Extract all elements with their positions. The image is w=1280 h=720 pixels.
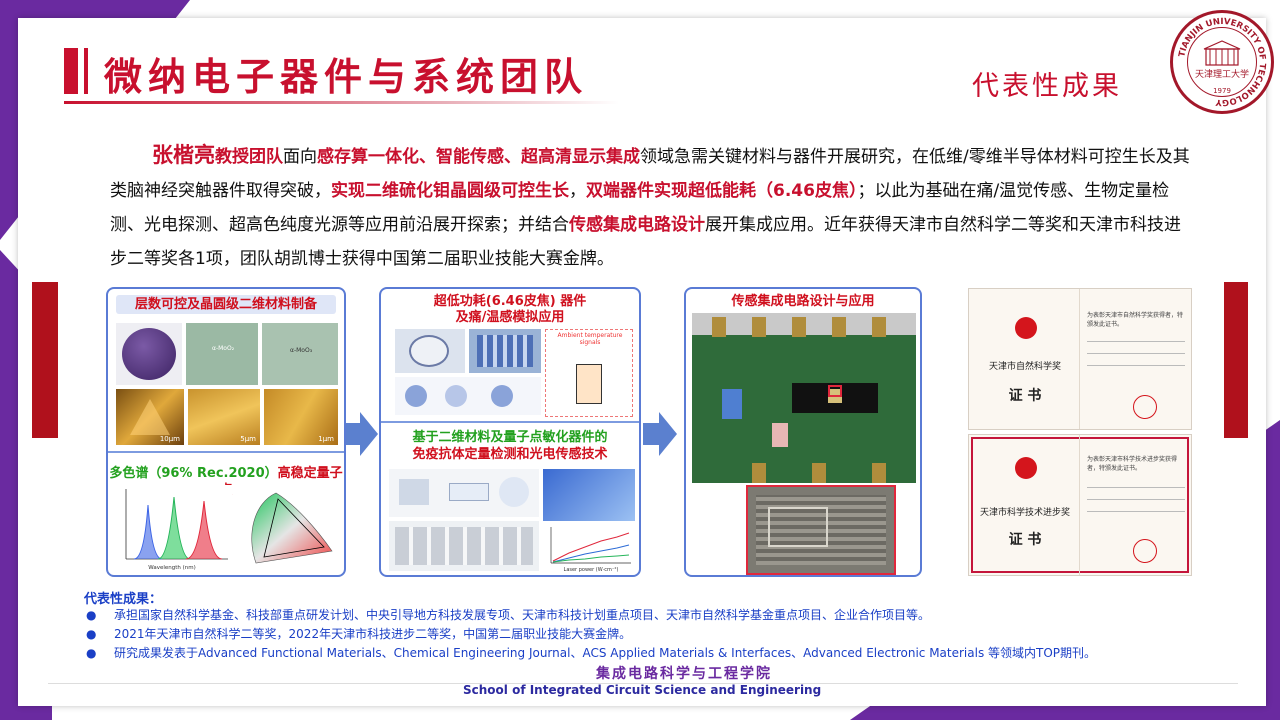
side-accent-right	[1224, 282, 1248, 438]
flow-arrow-1-icon	[360, 412, 378, 456]
title-accent-bar	[64, 48, 78, 94]
chip-layout-zoom	[746, 485, 896, 575]
flow-arrow-1-body	[346, 423, 362, 445]
achievements-list: ●承担国家自然科学基金、科技部重点研发计划、中央引导地方科技发展专项、天津市科技…	[84, 606, 1096, 663]
pl-spectrum-chart: Wavelength (nm)	[114, 485, 232, 571]
pcb-board-photo	[692, 313, 916, 483]
achievements-heading: 代表性成果：	[84, 592, 163, 607]
device-photo	[395, 329, 465, 373]
flow-arrow-2-icon	[659, 412, 677, 456]
afm-image-3: 1μm	[264, 389, 338, 445]
intro-text-5: 展开集成应用。近年获得天津市自然科学二等奖和天津市科技进步二等奖各1项，团队胡凯…	[110, 215, 1181, 269]
bullet-icon: ●	[86, 646, 97, 660]
footer-school-en: School of Integrated Circuit Science and…	[463, 683, 822, 697]
panel1-heading: 层数可控及晶圆级二维材料制备	[116, 295, 336, 314]
list-item: ●2021年天津市自然科学二等奖，2022年天津市科技进步二等奖，中国第二届职业…	[84, 625, 1096, 644]
panel2-heading-2: 及痛/温感模拟应用	[455, 310, 565, 325]
intro-text-4: ；以此为基础在痛/温觉传感、生物定量检测、光电探测、超高色纯度光源等应用前沿展开…	[110, 181, 1170, 235]
panel2-subheading-green: 基于二维材料及量子点敏化器件的	[412, 430, 608, 445]
certificate-natural-science: 天津市自然科学奖 证 书 为表彰天津市自然科学奖获得者，特颁发此证书。	[968, 288, 1192, 430]
intro-highlight-1: 感存算一体化、智能传感、超高清显示集成	[317, 147, 640, 167]
thermal-schematic: Ambient temperature signals	[545, 329, 633, 417]
panel2-heading: 超低功耗(6.46皮焦) 器件	[433, 294, 587, 309]
intro-highlight-4: 传感集成电路设计	[569, 215, 705, 235]
certificate-sci-tech-progress: 天津市科学技术进步奖 证 书 为表彰天津市科学技术进步奖获得者，特颁发此证书。	[968, 434, 1192, 576]
section-label: 代表性成果	[972, 71, 1122, 102]
response-curve-chart: Laser power (W·cm⁻²)	[550, 527, 631, 573]
intro-text-1: 面向	[283, 147, 317, 167]
footer-school-cn: 集成电路科学与工程学院	[596, 666, 772, 682]
panel3-heading: 传感集成电路设计与应用	[731, 294, 875, 309]
chip-highlight-box	[828, 385, 842, 397]
panel-materials: 层数可控及晶圆级二维材料制备 α-MoO₂ α-MoO₃ 10μm 5μm 1μ…	[106, 287, 346, 577]
panel2-subheading-red: 免疫抗体定量检测和光电传感技术	[412, 447, 608, 462]
list-item: ●承担国家自然科学基金、科技部重点研发计划、中央引导地方科技发展专项、天津市科技…	[84, 606, 1096, 625]
page-title: 微纳电子器件与系统团队	[104, 54, 589, 99]
afm-image-triangle: 10μm	[116, 389, 184, 445]
flow-arrow-2-body	[643, 423, 661, 445]
svg-text:Laser power (W·cm⁻²): Laser power (W·cm⁻²)	[564, 567, 619, 573]
intro-text-3: ，	[569, 181, 586, 201]
intro-paragraph: 张楷亮教授团队面向感存算一体化、智能传感、超高清显示集成领域急需关键材料与器件开…	[110, 138, 1190, 276]
micrograph-1: α-MoO₂	[186, 323, 258, 385]
footer-divider	[48, 683, 1238, 684]
seal-graphic: TIANJIN UNIVERSITY OF TECHNOLOGY 天津理工大学 …	[1177, 17, 1267, 107]
title-underline	[64, 101, 619, 104]
team-label: 教授团队	[215, 147, 283, 167]
cie-diagram	[236, 485, 342, 571]
svg-text:天津理工大学: 天津理工大学	[1195, 68, 1249, 80]
neuron-diagram	[395, 377, 541, 415]
professor-name: 张楷亮	[152, 143, 215, 167]
svg-text:Wavelength (nm): Wavelength (nm)	[148, 565, 196, 571]
intro-highlight-2: 实现二维硫化钼晶圆级可控生长	[331, 181, 569, 201]
micrograph-2: α-MoO₃	[262, 323, 338, 385]
university-seal-logo: TIANJIN UNIVERSITY OF TECHNOLOGY 天津理工大学 …	[1170, 10, 1274, 114]
intro-text-2: 领域急需关键材料与器件开展研究，在低维/零维半导体材料可控生长及其类脑神经突触器…	[110, 147, 1190, 201]
sensor-3d-render	[543, 469, 635, 521]
panel-circuit: 传感集成电路设计与应用	[684, 287, 922, 577]
intro-highlight-3: 双端器件实现超低能耗（6.46皮焦）	[586, 181, 858, 201]
seal-inner-ring	[1187, 27, 1257, 97]
bullet-icon: ●	[86, 608, 97, 622]
bullet-icon: ●	[86, 627, 97, 641]
device-array	[469, 329, 541, 373]
panel-devices: 超低功耗(6.46皮焦) 器件 及痛/温感模拟应用 Ambient temper…	[379, 287, 641, 577]
wafer-image	[116, 323, 182, 385]
test-strips-photo	[389, 521, 539, 571]
list-item: ●研究成果发表于Advanced Functional Materials、Ch…	[84, 644, 1096, 663]
side-accent-left	[32, 282, 58, 438]
detection-schematic	[389, 469, 539, 517]
svg-text:1979: 1979	[1213, 87, 1231, 95]
afm-image-2: 5μm	[188, 389, 260, 445]
title-accent-bar-thin	[84, 48, 88, 94]
